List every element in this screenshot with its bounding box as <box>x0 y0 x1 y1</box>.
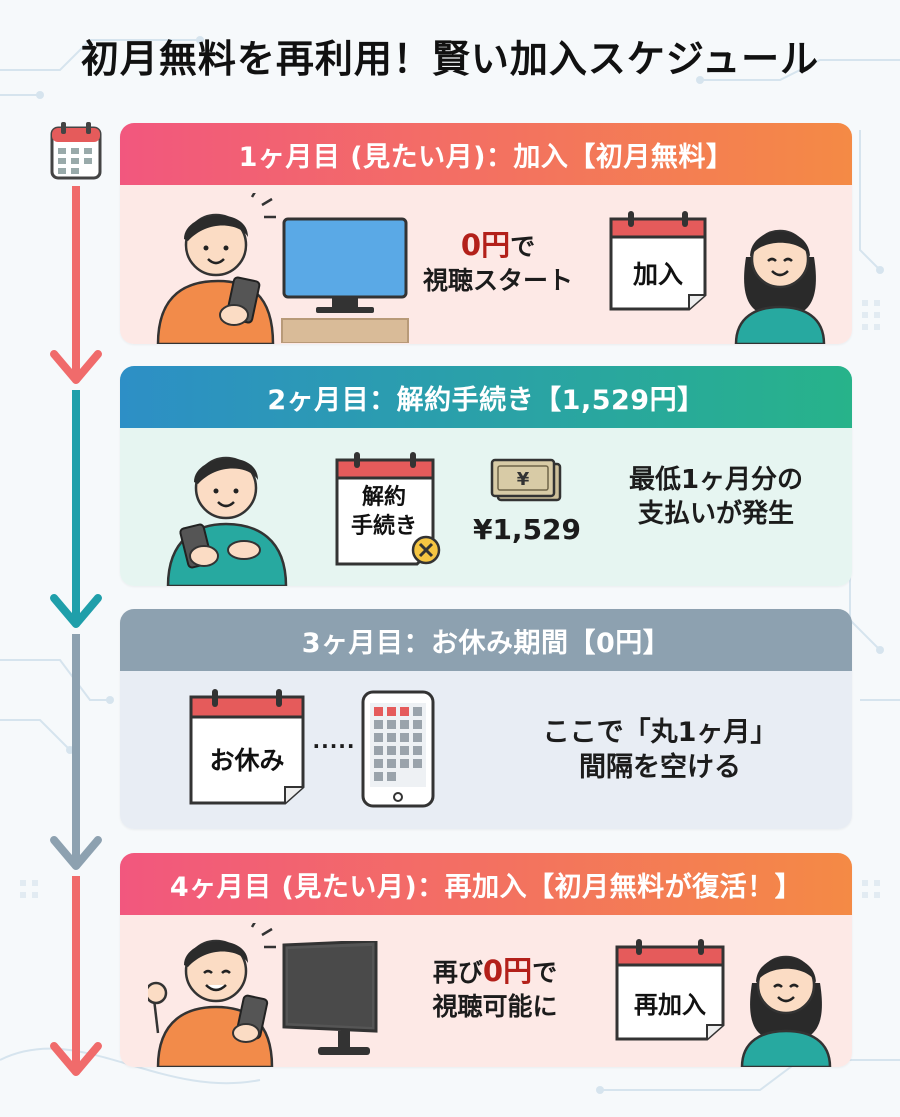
calendar-rejoin: 再加入 <box>614 937 726 1043</box>
banknote-icon: ¥ <box>490 458 562 502</box>
step-body: お休み ····· ここで「丸1ヶ月」 間隔を空ける <box>120 671 852 829</box>
note-line1: 最低1ヶ月分の <box>628 465 804 495</box>
step-body: 0円で 視聴スタート 加入 <box>120 185 852 344</box>
calendar-cancel-icon <box>335 452 441 566</box>
message-prefix: 再び <box>432 958 483 987</box>
calendar-label: 加入 <box>632 260 683 289</box>
page-title: 初月無料を再利用！賢い加入スケジュール <box>80 37 820 81</box>
step-message: 0円で 視聴スタート <box>416 227 580 297</box>
tv-icon <box>281 217 409 343</box>
step-header: 1ヶ月目 (見たい月)：加入【初月無料】 <box>120 123 852 185</box>
calendar-cancel: 解約 手続き <box>334 450 442 570</box>
step-header: 4ヶ月目 (見たい月)：再加入【初月無料が復活！】 <box>120 853 852 915</box>
step-card-month-4: 4ヶ月目 (見たい月)：再加入【初月無料が復活！】 再び0円で 視聴可能に <box>120 853 852 1067</box>
message-suffix: で <box>510 232 536 261</box>
highlight-price: 0円 <box>460 228 511 262</box>
message-line2: 視聴スタート <box>422 265 573 295</box>
timeline-calendar-icon <box>50 122 102 180</box>
arrow-down-icon <box>50 594 102 628</box>
calendar-label: お休み <box>209 746 285 775</box>
calendar-icon <box>609 211 707 311</box>
note-line1: ここで「丸1ヶ月」 <box>542 717 778 748</box>
calendar-join: 加入 <box>608 209 708 311</box>
step-header: 3ヶ月目：お休み期間【0円】 <box>120 609 852 671</box>
timeline <box>50 122 102 1076</box>
note-line2: 間隔を空ける <box>579 752 741 784</box>
arrow-down-icon <box>50 1042 102 1076</box>
calendar-icon <box>189 689 305 805</box>
payment-note: 最低1ヶ月分の 支払いが発生 <box>602 464 830 532</box>
step-body: 再び0円で 視聴可能に 再加入 <box>120 915 852 1067</box>
calendar-icon <box>615 939 725 1041</box>
woman-icon <box>740 955 832 1067</box>
message-line2: 視聴可能に <box>432 991 558 1021</box>
dotted-connector: ····· <box>312 734 356 758</box>
woman-icon <box>734 229 826 344</box>
step-body: 解約 手続き ¥ ¥1,529 最低1ヶ月分の 支払いが発生 <box>120 428 852 586</box>
calendar-line1: 解約 <box>361 485 406 510</box>
step-card-month-1: 1ヶ月目 (見たい月)：加入【初月無料】 0円で 視聴スタート <box>120 123 852 344</box>
highlight-price: 0円 <box>482 954 533 988</box>
man-cheer-icon <box>148 923 276 1067</box>
arrow-down-icon <box>50 350 102 384</box>
calendar-rest: お休み <box>188 687 306 807</box>
note-line2: 支払いが発生 <box>637 498 794 529</box>
step-header: 2ヶ月目：解約手続き【1,529円】 <box>120 366 852 428</box>
step-card-month-2: 2ヶ月目：解約手続き【1,529円】 解約 手続き <box>120 366 852 586</box>
message-suffix: で <box>532 958 558 987</box>
man-phone-icon <box>166 456 288 586</box>
step-card-month-3: 3ヶ月目：お休み期間【0円】 お休み ····· <box>120 609 852 829</box>
rest-note: ここで「丸1ヶ月」 間隔を空ける <box>500 715 820 785</box>
step-message: 再び0円で 視聴可能に <box>410 953 580 1023</box>
phone-calendar-icon <box>361 690 435 808</box>
man-phone-icon <box>156 193 276 344</box>
monitor-icon <box>282 941 378 1055</box>
price-amount: ¥1,529 <box>472 513 582 546</box>
calendar-line2: 手続き <box>350 513 417 539</box>
yen-symbol: ¥ <box>517 469 530 490</box>
arrow-down-icon <box>50 836 102 870</box>
calendar-label: 再加入 <box>634 991 706 1019</box>
